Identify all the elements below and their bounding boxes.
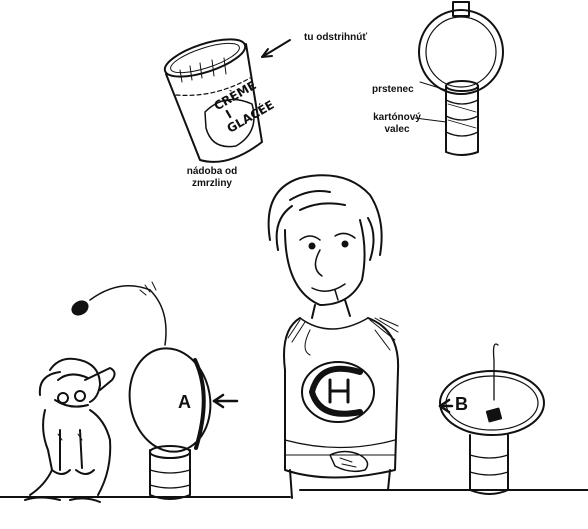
ice-cream-cup-drawing (163, 38, 263, 163)
ice-cream-cup-label-line1: nádoba od (186, 166, 238, 177)
tube-label-line2: valec (384, 124, 410, 135)
ice-cream-cup-label-line2: zmrzliny (191, 178, 232, 189)
tube-label-line1: kartónový (373, 112, 421, 123)
cut-arrow-head (261, 48, 273, 58)
ring-pointer (419, 81, 447, 91)
cut-arrow (261, 39, 291, 58)
target-b-label: B (455, 394, 468, 414)
ice-cream-cup-label: nádoba od zmrzliny (172, 166, 252, 190)
tube-label: kartónový valec (360, 112, 434, 136)
cut-here-label: tu odstrihnúť (304, 32, 368, 43)
boy-drawing (267, 174, 400, 499)
target-a-drawing (128, 347, 239, 500)
ring-label: prstenec (372, 84, 414, 95)
target-a-label: A (178, 392, 191, 412)
target-b-drawing (438, 343, 545, 495)
tube-pointer (414, 117, 447, 123)
child-drawing (24, 357, 116, 503)
ring-on-tube-drawing (414, 1, 504, 156)
puck-drawing (71, 281, 167, 346)
